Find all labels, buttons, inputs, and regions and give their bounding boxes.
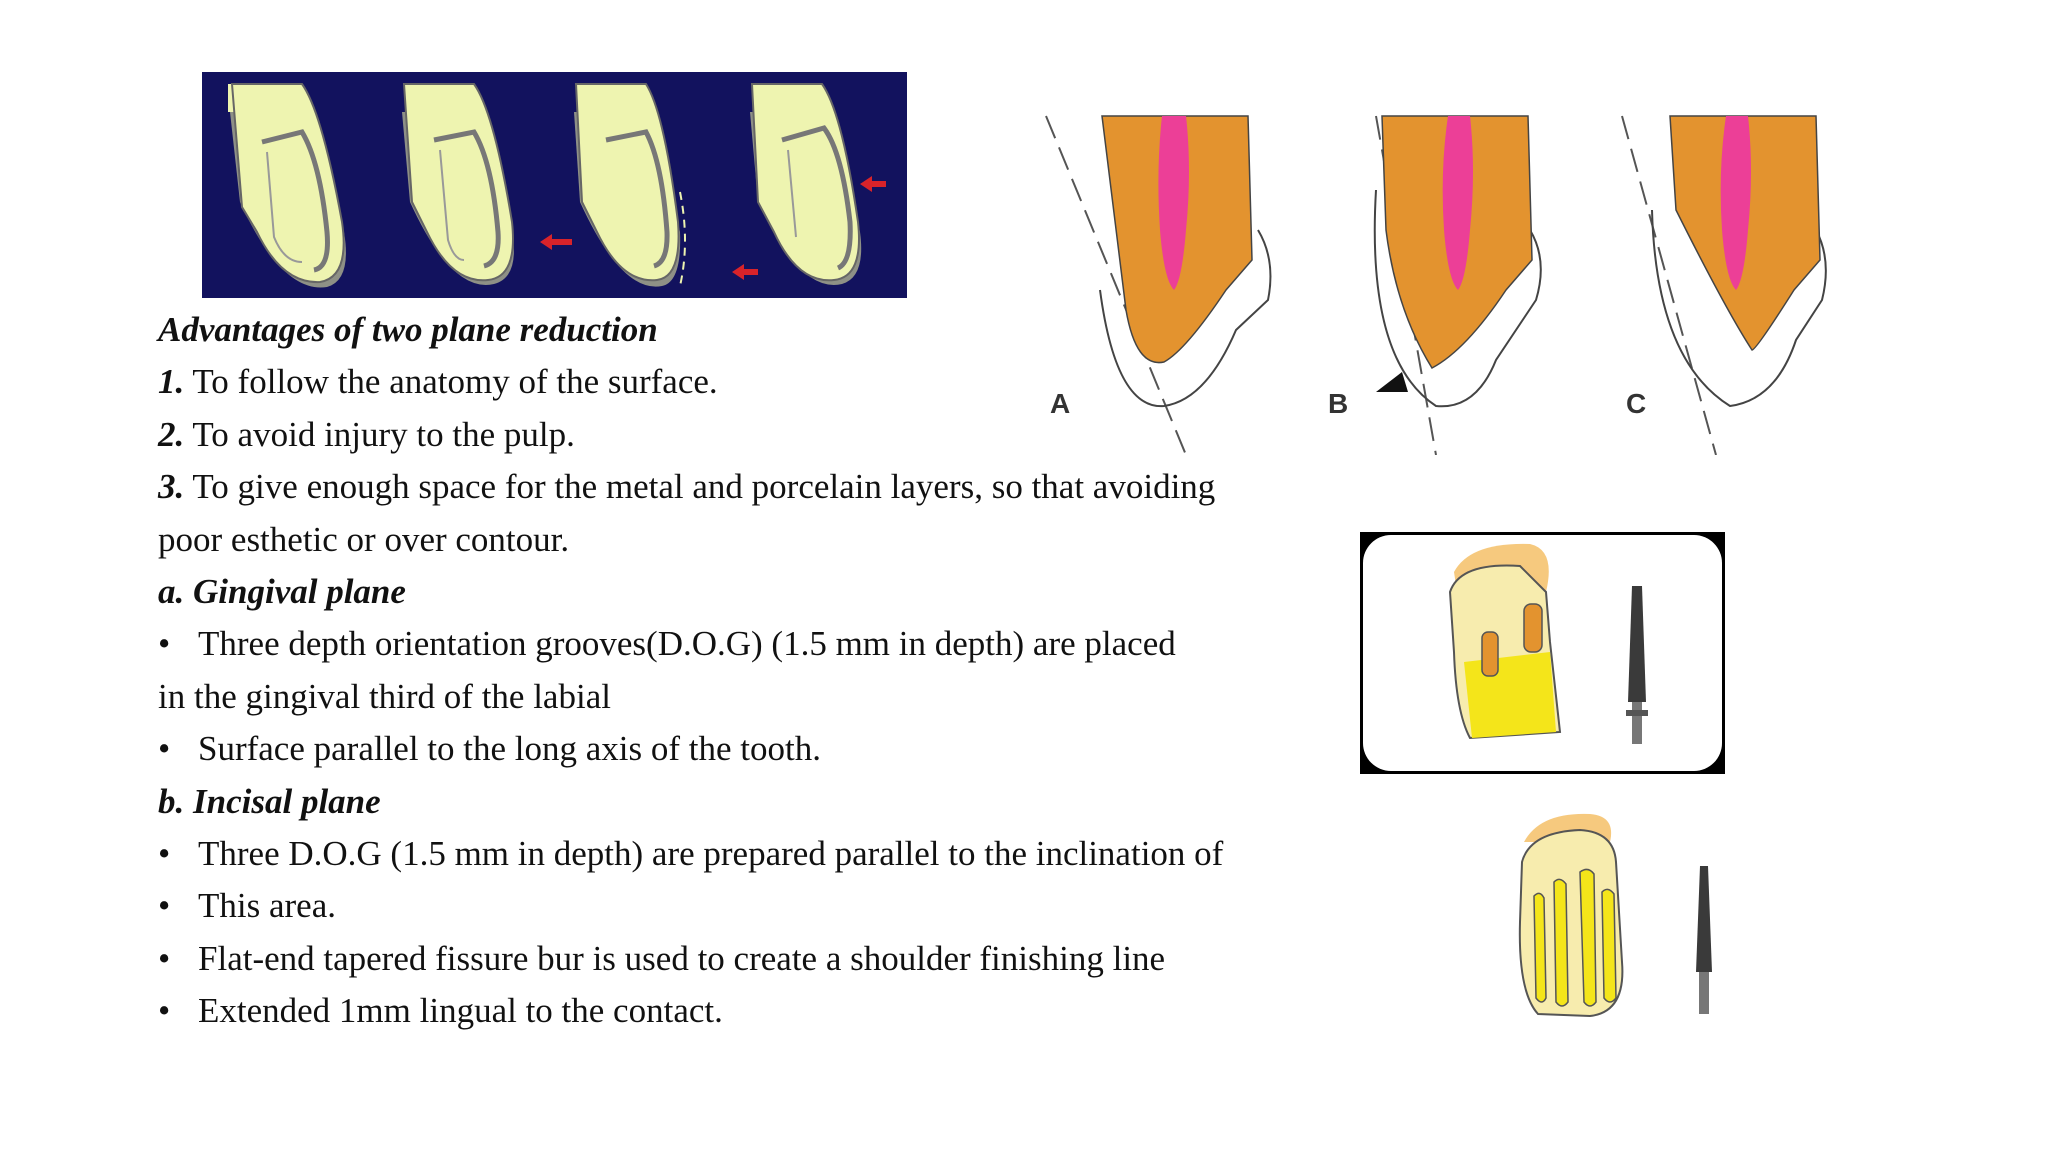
bullet-icon: • — [158, 938, 171, 978]
bullet-icon: • — [158, 729, 171, 769]
section-a — [1045, 115, 1272, 455]
tooth-stage-3 — [574, 83, 686, 287]
arrow-black-icon — [1376, 372, 1408, 392]
bullet-icon: • — [158, 886, 171, 926]
incisal-bullet-1: • Three D.O.G (1.5 mm in depth) are prepa… — [158, 828, 1308, 880]
section-b — [1373, 115, 1542, 455]
gingival-plane-heading: a. Gingival plane — [158, 572, 406, 612]
tooth-stage-2 — [402, 83, 514, 285]
advantage-text: To give enough space for the metal and p… — [192, 467, 1216, 507]
advantage-item-2: 2. To avoid injury to the pulp. — [158, 409, 1308, 461]
bullet-text: Three D.O.G (1.5 mm in depth) are prepar… — [198, 834, 1224, 874]
tooth-stage-4 — [750, 83, 862, 285]
label-a: A — [1050, 388, 1071, 419]
advantage-text: To avoid injury to the pulp. — [192, 414, 575, 454]
incisal-bullet-3: • Flat-end tapered fissure bur is used to… — [158, 933, 1308, 985]
bullet-icon: • — [158, 834, 171, 874]
bullet-icon: • — [158, 624, 171, 664]
advantage-number: 1. — [158, 362, 185, 402]
bur-icon — [1696, 866, 1712, 1014]
content-text: Advantages of two plane reduction 1. To … — [158, 304, 1308, 1038]
label-b: B — [1328, 388, 1349, 419]
advantage-item-1: 1. To follow the anatomy of the surface. — [158, 356, 1308, 408]
bullet-icon: • — [158, 991, 171, 1031]
advantage-continuation: poor esthetic or over contour. — [158, 519, 570, 559]
gingival-bullet-1: • Three depth orientation grooves(D.O.G) … — [158, 618, 1308, 670]
bullet-text: Surface parallel to the long axis of the… — [198, 729, 822, 769]
bullet-text: Extended 1mm lingual to the contact. — [198, 991, 723, 1031]
bur-icon — [1626, 586, 1648, 744]
gingival-bullet-1-continuation: in the gingival third of the labial — [158, 676, 611, 716]
advantage-text: To follow the anatomy of the surface. — [192, 362, 718, 402]
gingival-grooves-figure — [1360, 532, 1725, 774]
bullet-text: Three depth orientation grooves(D.O.G) (… — [198, 624, 1176, 664]
tooth-stage-1 — [228, 83, 346, 288]
incisal-bullet-2: • This area. — [158, 880, 1308, 932]
bullet-text: Flat-end tapered fissure bur is used to … — [198, 938, 1166, 978]
advantage-number: 3. — [158, 467, 185, 507]
arrow-red-icon — [540, 176, 886, 280]
section-title: Advantages of two plane reduction — [158, 310, 658, 349]
labial-reduction-figure: A B C — [1036, 110, 1856, 455]
section-c — [1621, 115, 1827, 455]
advantage-item-3: 3. To give enough space for the metal an… — [158, 461, 1308, 513]
bullet-text: This area. — [198, 886, 336, 926]
preparation-stages-figure — [202, 72, 907, 298]
incisal-bullet-4: • Extended 1mm lingual to the contact. — [158, 985, 1308, 1037]
label-c: C — [1626, 388, 1647, 419]
gingival-bullet-2: • Surface parallel to the long axis of th… — [158, 723, 1308, 775]
advantage-number: 2. — [158, 414, 185, 454]
incisal-grooves-figure — [1510, 802, 1735, 1030]
incisal-plane-heading: b. Incisal plane — [158, 781, 381, 821]
